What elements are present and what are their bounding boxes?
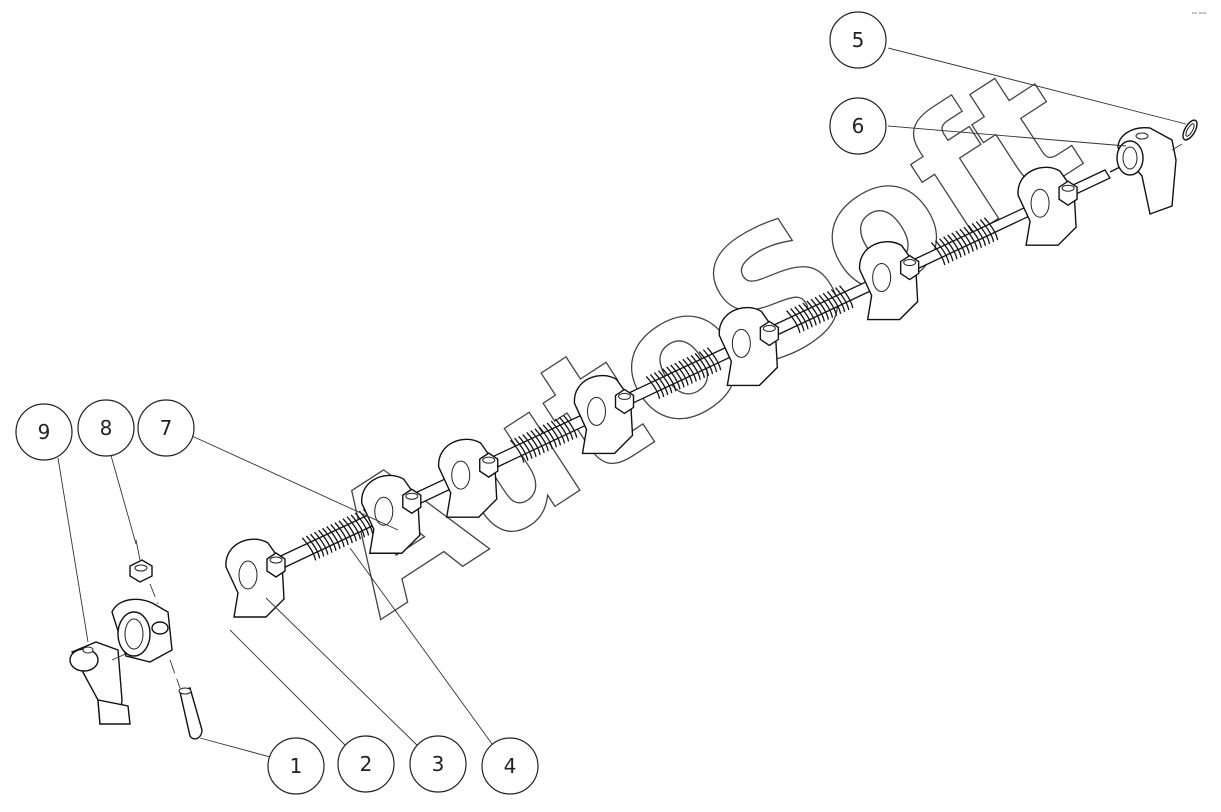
spring xyxy=(301,506,382,561)
callout-3: 3 xyxy=(409,735,467,793)
rocker-arm xyxy=(858,241,920,321)
spring xyxy=(930,217,999,266)
nut xyxy=(129,559,153,583)
end-bracket-right xyxy=(1116,127,1183,215)
watermark: AutoSoft xyxy=(294,28,1111,654)
callout-2: 2 xyxy=(337,735,395,793)
callout-9: 9 xyxy=(15,403,73,461)
callout-1: 1 xyxy=(267,737,325,795)
callout-7-label: 7 xyxy=(160,416,173,440)
callout-2-label: 2 xyxy=(360,752,373,776)
rocker-arm xyxy=(573,374,635,455)
callout-3-label: 3 xyxy=(432,752,445,776)
callout-9-label: 9 xyxy=(38,420,51,444)
callout-5: 5 xyxy=(829,11,887,69)
pin xyxy=(178,687,203,740)
end-support-left xyxy=(111,598,173,663)
snap-ring xyxy=(1182,119,1198,141)
leader-lines xyxy=(57,47,1187,765)
callout-6: 6 xyxy=(829,97,887,155)
rocker-arm xyxy=(225,538,286,618)
callout-8: 8 xyxy=(77,399,135,457)
callout-1-label: 1 xyxy=(290,754,303,778)
callout-7: 7 xyxy=(137,399,195,457)
rocker-arm xyxy=(361,474,422,554)
callout-4-label: 4 xyxy=(504,754,517,778)
rocker-arm xyxy=(1017,166,1078,246)
spring xyxy=(786,285,854,334)
rocker-arm xyxy=(718,306,780,387)
end-bracket-left xyxy=(69,641,131,725)
callout-5-label: 5 xyxy=(852,28,865,52)
springs xyxy=(301,217,999,561)
corner-mark: ᵒᵒ ᵒᵒᵒ xyxy=(1192,11,1207,18)
rocker-arms xyxy=(225,166,1078,618)
stud xyxy=(135,539,141,561)
callout-8-label: 8 xyxy=(100,416,113,440)
spring xyxy=(509,414,578,463)
callout-6-label: 6 xyxy=(852,114,865,138)
rocker-arm xyxy=(438,438,499,518)
spring xyxy=(645,347,722,399)
callout-4: 4 xyxy=(481,737,539,795)
